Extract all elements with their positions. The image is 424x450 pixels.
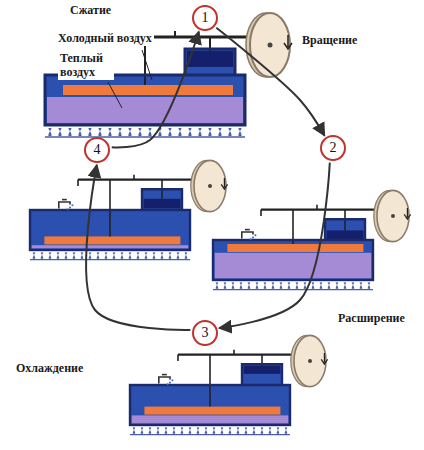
cycle-arrow — [219, 163, 330, 328]
step-number-circle: 2 — [320, 135, 346, 161]
step-number-circle: 3 — [192, 320, 218, 346]
step-number: 2 — [330, 140, 337, 156]
step-number: 4 — [94, 142, 101, 158]
step-number: 1 — [202, 10, 209, 26]
step-number-circle: 1 — [192, 5, 218, 31]
cycle-arrow — [112, 32, 199, 148]
engine-stage — [45, 13, 292, 137]
stage-label: Теплый воздух — [58, 52, 114, 80]
stage-label: Расширение — [336, 312, 407, 326]
engine-stage — [30, 160, 228, 259]
step-number-circle: 4 — [84, 137, 110, 163]
engine-stage — [130, 335, 328, 434]
leader-line — [108, 82, 122, 108]
stage-label: Холодный воздух — [56, 32, 154, 46]
stage-label: Сжатие — [68, 4, 113, 18]
leader-line — [142, 50, 152, 80]
step-number: 3 — [202, 325, 209, 341]
stage-label: Вращение — [300, 34, 359, 48]
stage-label: Охлаждение — [14, 362, 85, 376]
cycle-arrow — [86, 165, 190, 330]
